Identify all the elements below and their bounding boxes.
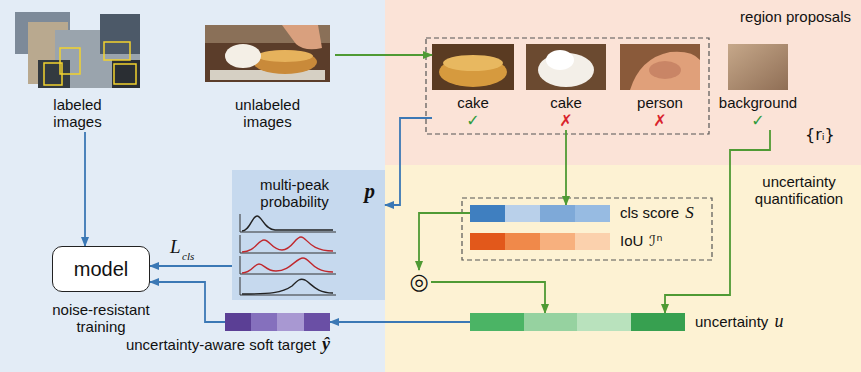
score-bar: cls scoreS: [470, 205, 610, 222]
label-group: IoU ℐⁿ: [620, 232, 662, 250]
unlabeled-photo-part: [282, 25, 322, 49]
image-group: unlabeled images: [200, 22, 335, 132]
probability-plots-part: [242, 216, 333, 231]
class-label: background: [712, 94, 804, 111]
proposal-crops-part: [630, 52, 700, 90]
flow-arrow: [419, 213, 470, 270]
probability-plots-part: [242, 258, 333, 273]
model-box: modelnoise-resistant training: [52, 246, 150, 292]
caption: labeled images: [15, 96, 140, 130]
proposal-crop: cake✗: [526, 44, 606, 130]
box-title: model: [53, 247, 149, 291]
proposal-crops-part: [620, 44, 700, 90]
labeled-photos-part: [44, 63, 62, 85]
flow-arrow: [150, 282, 225, 322]
soft-target-bar: uncertainty-aware soft targetŷ: [225, 313, 330, 331]
proposal-crops-part: [443, 55, 503, 71]
class-label: cake: [432, 94, 514, 111]
proposal-crops-part: [432, 44, 514, 90]
check-mark: ✓: [432, 112, 514, 129]
class-label: person: [620, 94, 700, 111]
box-title: multi-peak probability: [232, 176, 357, 210]
proposal-crop: cake✓: [432, 44, 514, 130]
labeled-photos-part: [100, 14, 140, 54]
panel-title: region proposals: [740, 8, 851, 25]
proposal-crops-part: [526, 44, 606, 90]
panel-grounds-part: [232, 170, 385, 300]
uncertainty-panel: uncertainty quantification cls score S IoU ℐ…: [385, 165, 861, 372]
flow-arrow: [330, 321, 470, 323]
math-symbol: S: [685, 204, 694, 221]
math-symbol: u: [774, 313, 783, 330]
labeled-photos-part: [112, 60, 140, 88]
labeled-photos-part: [60, 48, 80, 74]
math-symbol: ŷ: [322, 336, 330, 353]
probability-box: multi-peak probability p: [232, 170, 385, 300]
math-symbol: ℐⁿ: [649, 233, 662, 250]
proposal-crops-part: [649, 61, 681, 79]
check-mark: ✓: [712, 112, 804, 129]
label-group: cls score S: [620, 204, 694, 221]
dashed-groups: [426, 38, 712, 260]
proposal-crops-part: [728, 44, 788, 90]
set-symbol: {rᵢ}: [805, 126, 835, 143]
proposal-panel: region proposals{rᵢ}cake✓cake✗person✗bac…: [385, 0, 861, 165]
flow-arrow: [84, 132, 86, 246]
flow-arrow: [150, 265, 232, 267]
dashed-groups-part: [426, 38, 709, 134]
flow-arrow: [565, 130, 567, 205]
flow-arrow: [665, 130, 770, 313]
dashed-groups-part: [462, 198, 712, 260]
bar-label: cls score: [620, 204, 679, 221]
unlabeled-photo: [205, 25, 330, 82]
unlabeled-photo-part: [225, 44, 261, 68]
class-label: cake: [526, 94, 606, 111]
label-group: uncertainty u: [695, 313, 783, 330]
panel-grounds-part: [385, 165, 861, 372]
caption: noise-resistant training: [33, 301, 169, 335]
bar-label: IoU: [620, 232, 643, 249]
bar-label: uncertainty: [695, 313, 768, 330]
unlabeled-photo-part: [257, 50, 313, 62]
image-group: labeled images: [15, 10, 140, 132]
caption: unlabeled images: [200, 96, 335, 130]
unlabeled-photo-part: [205, 25, 330, 82]
operator-symbol: ◎: [407, 270, 431, 294]
iou-bar: IoUℐⁿ: [470, 233, 610, 250]
flow-arrow: [335, 54, 432, 56]
proposal-crops-part: [546, 50, 574, 70]
math-symbol: p: [365, 180, 376, 202]
panel-grounds-part: [385, 0, 861, 165]
proposal-crop: background✓: [712, 44, 804, 130]
proposal-crops: [432, 44, 788, 90]
probability-plots-part: [242, 279, 333, 294]
labeled-photos: [15, 12, 140, 88]
unlabeled-photo-part: [253, 50, 317, 74]
probability-plots: [240, 214, 336, 295]
bar-label: uncertainty-aware soft target: [126, 336, 316, 353]
cross-mark: ✗: [526, 112, 606, 129]
uncertainty-bar: uncertaintyu: [470, 313, 685, 331]
cross-mark: ✗: [620, 112, 700, 129]
labeled-photos-part: [104, 42, 130, 60]
flow-arrow: [431, 282, 545, 313]
probability-plots-part: [240, 214, 336, 295]
loss-symbol: L: [170, 236, 181, 258]
loss-symbol: cls: [182, 250, 194, 263]
flow-arrow: [385, 118, 432, 205]
panel-title: uncertainty quantification: [743, 173, 855, 207]
probability-plots-part: [242, 237, 333, 252]
label-group: uncertainty-aware soft target ŷ: [126, 336, 330, 353]
product-operator: ◎: [407, 270, 431, 294]
labeled-photos-part: [114, 64, 136, 84]
panel-grounds-part: [0, 0, 385, 372]
proposal-crop: person✗: [620, 44, 700, 130]
